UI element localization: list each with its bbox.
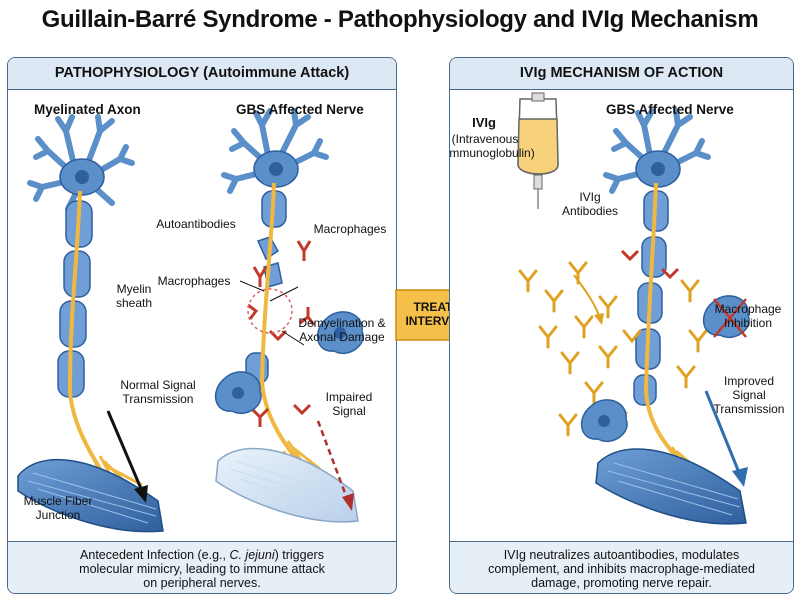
macrophages-left-label: Macrophages: [157, 274, 231, 288]
pathophysiology-footer: Antecedent Infection (e.g., C. jejuni) t…: [8, 541, 396, 593]
ivig-footer: IVIg neutralizes autoantibodies, modulat…: [450, 541, 793, 593]
ivig-panel: IVIg MECHANISM OF ACTION: [449, 57, 794, 594]
demyelination-label: Demyelination &Axonal Damage: [298, 316, 386, 344]
myelinated-axon-title: Myelinated Axon: [34, 102, 141, 117]
pathophysiology-panel: PATHOPHYSIOLOGY (Autoimmune Attack): [7, 57, 397, 594]
pathophysiology-illustration: [17, 108, 364, 533]
ivig-illustration: [517, 92, 750, 525]
treated-neuron-icon: [595, 108, 748, 525]
ivig-antibody-icon: [518, 261, 724, 437]
iv-bag-icon: [517, 92, 559, 209]
gbs-neuron-icon: [214, 108, 364, 523]
pathophysiology-heading: PATHOPHYSIOLOGY (Autoimmune Attack): [8, 58, 396, 90]
gbs-nerve-title-left: GBS Affected Nerve: [236, 102, 364, 117]
macrophages-top-label: Macrophages: [313, 222, 387, 236]
normal-neuron-icon: [17, 114, 164, 533]
page-title: Guillain-Barré Syndrome - Pathophysiolog…: [41, 6, 759, 33]
ivig-title: IVIg: [472, 115, 496, 130]
ivig-heading: IVIg MECHANISM OF ACTION: [450, 58, 793, 90]
gbs-nerve-title-right: GBS Affected Nerve: [606, 102, 734, 117]
autoantibodies-label: Autoantibodies: [156, 217, 236, 231]
